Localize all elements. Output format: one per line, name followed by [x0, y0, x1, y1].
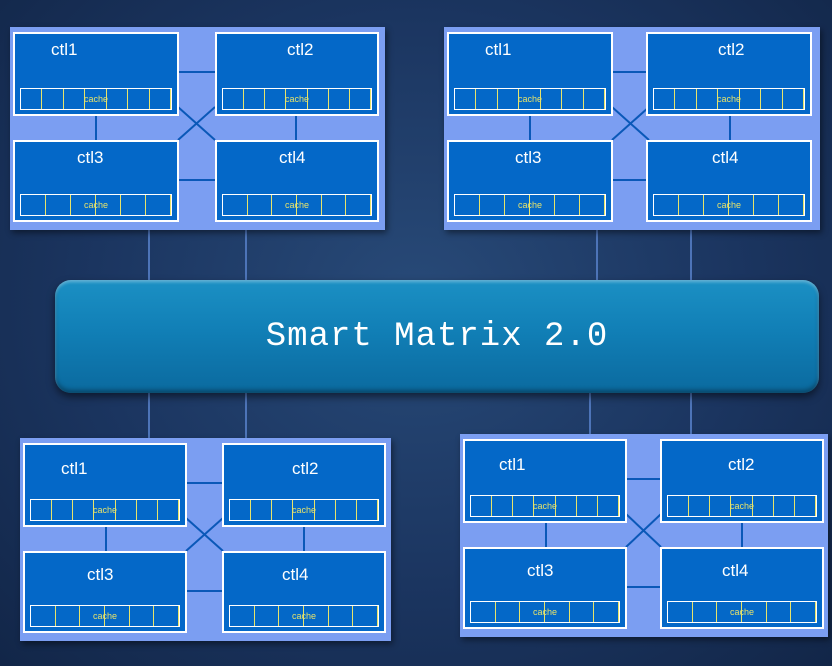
cache-bar: cache [470, 495, 620, 517]
controller-2: ctl2 cache [222, 443, 386, 527]
cache-bar: cache [229, 605, 379, 627]
cache-label: cache [291, 611, 317, 621]
cache-label: cache [729, 607, 755, 617]
cache-bar: cache [454, 88, 606, 110]
cache-bar: cache [653, 194, 805, 216]
controller-label: ctl3 [515, 148, 542, 167]
controller-label: ctl3 [527, 561, 554, 580]
controller-1: ctl1 cache [23, 443, 187, 527]
controller-label: ctl1 [61, 459, 88, 478]
engine-top-left: ctl1 cache ctl2 cache ctl3 cache ctl4 ca… [10, 27, 385, 230]
cache-bar: cache [470, 601, 620, 623]
cache-label: cache [716, 94, 742, 104]
controller-1: ctl1 cache [447, 32, 613, 116]
crossbar-links [545, 478, 743, 588]
controller-1: ctl1 cache [463, 439, 627, 523]
controller-label: ctl1 [51, 40, 78, 59]
controller-label: ctl4 [722, 561, 749, 580]
cache-bar: cache [30, 605, 180, 627]
cache-label: cache [291, 505, 317, 515]
cache-bar: cache [20, 88, 172, 110]
smart-matrix: Smart Matrix 2.0 [55, 280, 819, 393]
controller-3: ctl3 cache [23, 551, 187, 633]
controller-label: ctl3 [77, 148, 104, 167]
crossbar-links [105, 482, 305, 592]
cache-bar: cache [454, 194, 606, 216]
engine-bottom-left: ctl1 cache ctl2 cache ctl3 cache ctl4 ca… [20, 438, 391, 641]
controller-label: ctl4 [712, 148, 739, 167]
cache-label: cache [517, 200, 543, 210]
matrix-title: Smart Matrix 2.0 [265, 317, 609, 356]
controller-3: ctl3 cache [447, 140, 613, 222]
cache-label: cache [729, 501, 755, 511]
cache-label: cache [284, 200, 310, 210]
cache-bar: cache [667, 601, 817, 623]
engine-bottom-right: ctl1 cache ctl2 cache ctl3 cache ctl4 ca… [460, 434, 828, 637]
controller-4: ctl4 cache [646, 140, 812, 222]
cache-label: cache [532, 501, 558, 511]
cache-label: cache [92, 611, 118, 621]
link-wire [148, 230, 150, 282]
cache-bar: cache [20, 194, 172, 216]
link-wire [596, 230, 598, 282]
controller-label: ctl2 [728, 455, 755, 474]
cache-label: cache [517, 94, 543, 104]
link-wire [690, 230, 692, 282]
controller-label: ctl3 [87, 565, 114, 584]
link-wire [589, 391, 591, 438]
controller-2: ctl2 cache [215, 32, 379, 116]
cache-label: cache [92, 505, 118, 515]
link-wire [690, 391, 692, 438]
engine-top-right: ctl1 cache ctl2 cache ctl3 cache ctl4 ca… [444, 27, 820, 230]
cache-bar: cache [30, 499, 180, 521]
controller-4: ctl4 cache [660, 547, 824, 629]
controller-4: ctl4 cache [222, 551, 386, 633]
controller-1: ctl1 cache [13, 32, 179, 116]
controller-3: ctl3 cache [463, 547, 627, 629]
controller-label: ctl4 [282, 565, 309, 584]
cache-bar: cache [653, 88, 805, 110]
cache-bar: cache [667, 495, 817, 517]
cache-label: cache [83, 200, 109, 210]
cache-label: cache [716, 200, 742, 210]
cache-label: cache [532, 607, 558, 617]
controller-4: ctl4 cache [215, 140, 379, 222]
controller-2: ctl2 cache [646, 32, 812, 116]
cache-bar: cache [222, 194, 372, 216]
controller-label: ctl2 [287, 40, 314, 59]
link-wire [245, 230, 247, 282]
cache-label: cache [284, 94, 310, 104]
controller-label: ctl2 [718, 40, 745, 59]
link-wire [148, 391, 150, 438]
controller-2: ctl2 cache [660, 439, 824, 523]
crossbar-links [529, 71, 731, 181]
controller-label: ctl2 [292, 459, 319, 478]
cache-bar: cache [229, 499, 379, 521]
cache-bar: cache [222, 88, 372, 110]
controller-label: ctl1 [499, 455, 526, 474]
controller-3: ctl3 cache [13, 140, 179, 222]
controller-label: ctl4 [279, 148, 306, 167]
link-wire [245, 391, 247, 438]
crossbar-links [95, 71, 297, 181]
controller-label: ctl1 [485, 40, 512, 59]
cache-label: cache [83, 94, 109, 104]
